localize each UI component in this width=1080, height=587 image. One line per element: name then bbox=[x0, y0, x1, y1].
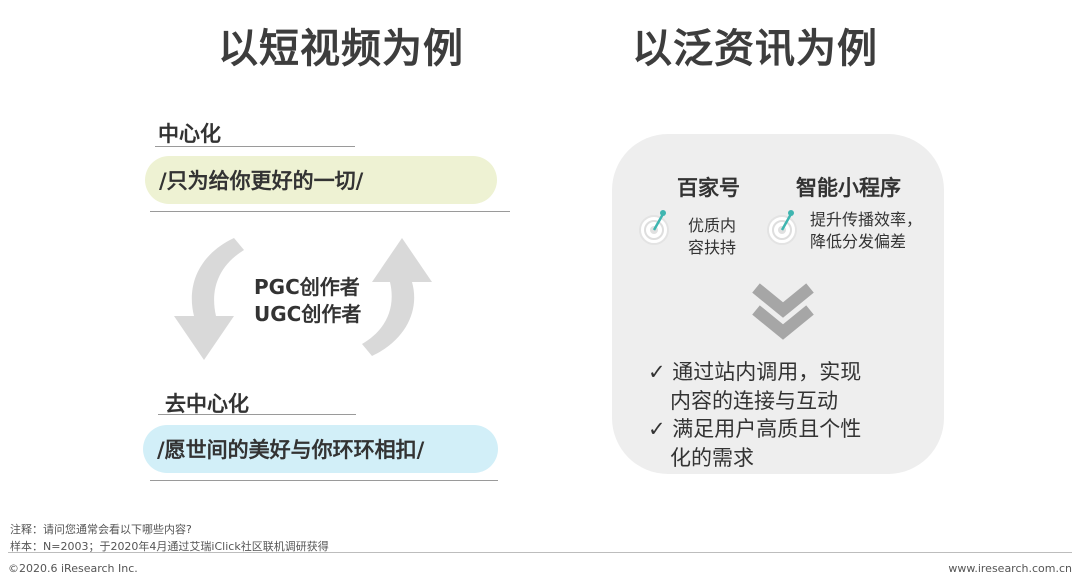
cycle-arrows bbox=[174, 238, 432, 360]
decentralized-slogan-pill: /愿世间的美好与你环环相扣/ bbox=[143, 425, 498, 473]
baijiahao-desc: 优质内 容扶持 bbox=[688, 215, 736, 259]
check-icon: ✓ bbox=[648, 360, 666, 384]
centralized-bottom-line bbox=[150, 211, 510, 212]
bullet-personalize-line1: 满足用户高质且个性 bbox=[672, 417, 862, 441]
footer-divider bbox=[8, 552, 1072, 553]
bullet-personalize: ✓ 满足用户高质且个性 化的需求 bbox=[648, 415, 861, 473]
centralized-slogan-pill: /只为给你更好的一切/ bbox=[145, 156, 497, 204]
copyright: ©2020.6 iResearch Inc. bbox=[8, 562, 138, 575]
note-question: 注释：请问您通常会看以下哪些内容? bbox=[10, 523, 192, 536]
baijiahao-title: 百家号 bbox=[677, 176, 740, 200]
double-chevron-down-icon bbox=[752, 283, 814, 340]
decentralized-bottom-line bbox=[150, 480, 498, 481]
centralized-label: 中心化 bbox=[158, 122, 221, 146]
ugc-creator: UGC创作者 bbox=[254, 302, 362, 326]
bullet-connect: ✓ 通过站内调用，实现 内容的连接与互动 bbox=[648, 358, 861, 416]
mini-program-title: 智能小程序 bbox=[796, 176, 901, 200]
bullet-personalize-line2: 化的需求 bbox=[670, 446, 754, 470]
centralized-underline bbox=[155, 146, 355, 147]
decentralized-underline bbox=[158, 414, 356, 415]
decentralized-slogan: /愿世间的美好与你环环相扣/ bbox=[157, 438, 425, 462]
right-title: 以泛资讯为例 bbox=[632, 26, 878, 72]
bullet-connect-line1: 通过站内调用，实现 bbox=[672, 360, 862, 384]
note-sample: 样本：N=2003；于2020年4月通过艾瑞iClick社区联机调研获得 bbox=[10, 540, 329, 553]
left-title: 以短视频为例 bbox=[218, 26, 464, 72]
down-arrow-icon bbox=[174, 238, 244, 360]
baijiahao-desc-line2: 容扶持 bbox=[688, 238, 737, 257]
up-arrow-icon bbox=[362, 238, 432, 356]
centralized-slogan: /只为给你更好的一切/ bbox=[159, 169, 364, 193]
mini-program-desc-line2: 降低分发偏差 bbox=[810, 232, 907, 251]
pgc-creator: PGC创作者 bbox=[254, 275, 360, 299]
website: www.iresearch.com.cn bbox=[948, 562, 1072, 575]
creator-types: PGC创作者 UGC创作者 bbox=[254, 274, 361, 328]
mini-program-desc: 提升传播效率， 降低分发偏差 bbox=[810, 209, 922, 253]
baijiahao-desc-line1: 优质内 bbox=[688, 216, 737, 235]
decentralized-label: 去中心化 bbox=[165, 392, 249, 416]
bullet-connect-line2: 内容的连接与互动 bbox=[670, 389, 838, 413]
target-icon bbox=[639, 210, 669, 245]
check-icon: ✓ bbox=[648, 417, 666, 441]
mini-program-desc-line1: 提升传播效率， bbox=[810, 210, 923, 229]
target-icon bbox=[767, 210, 797, 245]
